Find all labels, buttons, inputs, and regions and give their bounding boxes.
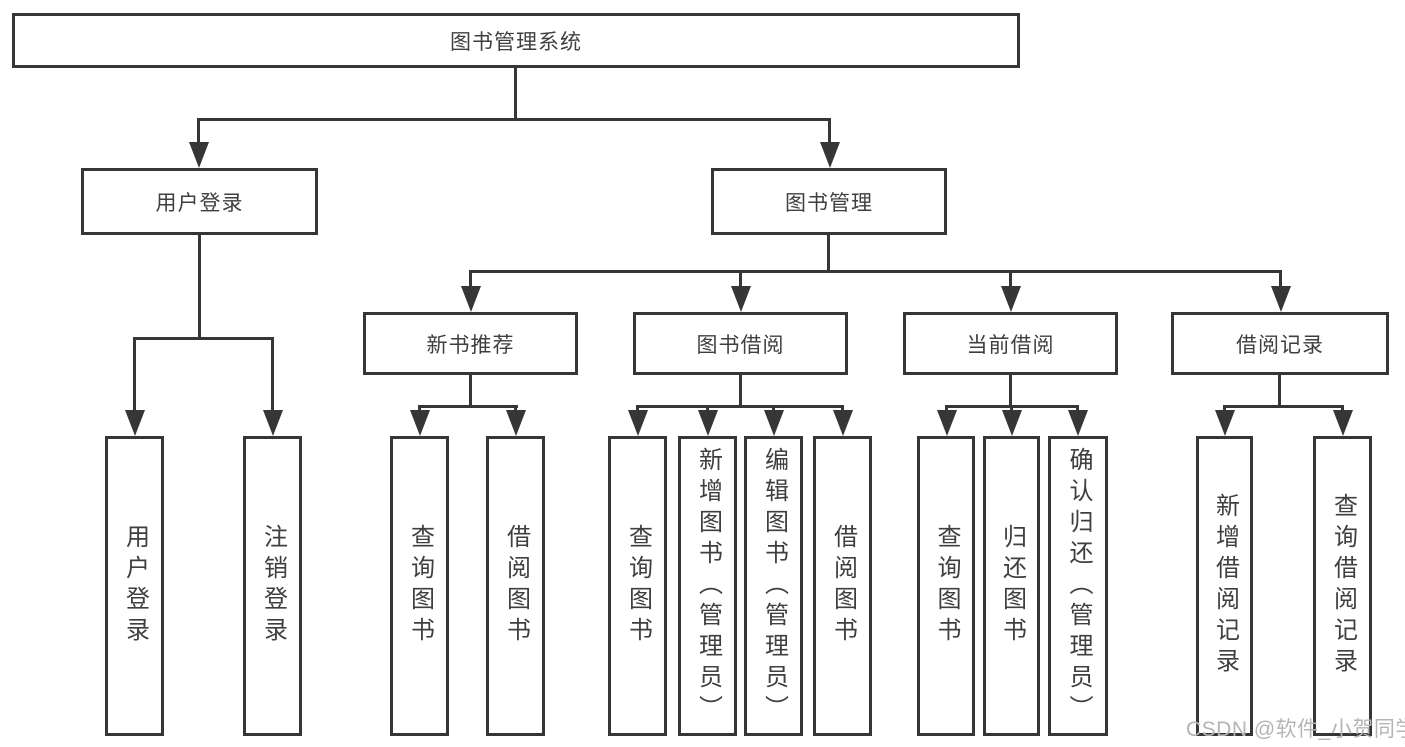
arrow-down-icon <box>410 410 430 436</box>
leaf-label: 用户登录 <box>121 524 149 648</box>
leaf-return-books: 归还图书 <box>983 436 1040 736</box>
arrow-down-icon <box>189 142 209 168</box>
connector-line <box>198 235 201 339</box>
leaf-logout-login: 注销登录 <box>243 436 302 736</box>
arrow-down-icon <box>764 410 784 436</box>
arrow-down-icon <box>1271 286 1291 312</box>
leaf-edit-books-admin: 编辑图书（管理员） <box>744 436 803 736</box>
node-user-login: 用户登录 <box>81 168 318 235</box>
leaf-label: 查询借阅记录 <box>1329 493 1357 679</box>
connector-line <box>1223 405 1343 408</box>
arrow-down-icon <box>1068 410 1088 436</box>
arrow-down-icon <box>461 286 481 312</box>
node-new-book-recommendation: 新书推荐 <box>363 312 578 375</box>
connector-line <box>1278 375 1281 407</box>
node-book-management: 图书管理 <box>711 168 947 235</box>
leaf-query-books-recommend: 查询图书 <box>390 436 449 736</box>
leaf-add-borrow-record: 新增借阅记录 <box>1196 436 1253 736</box>
csdn-watermark: CSDN @软件_小贺同学 <box>1186 718 1405 741</box>
leaf-label: 新增图书（管理员） <box>694 446 722 726</box>
node-borrowing-records: 借阅记录 <box>1171 312 1389 375</box>
arrow-down-icon <box>1333 410 1353 436</box>
leaf-label: 注销登录 <box>259 524 287 648</box>
connector-line <box>514 68 517 121</box>
leaf-add-books-admin: 新增图书（管理员） <box>678 436 737 736</box>
connector-line <box>739 375 742 407</box>
leaf-label: 查询图书 <box>933 524 960 648</box>
arrow-down-icon <box>833 410 853 436</box>
arrow-down-icon <box>698 410 718 436</box>
leaf-label: 借阅图书 <box>829 524 857 648</box>
leaf-label: 查询图书 <box>624 524 652 648</box>
arrow-down-icon <box>125 410 145 436</box>
leaf-query-borrow-record: 查询借阅记录 <box>1313 436 1372 736</box>
arrow-down-icon <box>506 410 526 436</box>
connector-line <box>469 270 472 290</box>
arrow-down-icon <box>820 142 840 168</box>
leaf-label: 查询图书 <box>406 524 434 648</box>
connector-line <box>418 405 518 408</box>
connector-line <box>1009 270 1012 290</box>
node-library-management-system: 图书管理系统 <box>12 13 1020 68</box>
leaf-user-login: 用户登录 <box>105 436 164 736</box>
connector-line <box>739 270 742 290</box>
arrow-down-icon <box>1001 286 1021 312</box>
leaf-query-books-borrow: 查询图书 <box>608 436 667 736</box>
leaf-label: 编辑图书（管理员） <box>760 446 788 726</box>
leaf-query-books-current: 查询图书 <box>917 436 975 736</box>
leaf-label: 新增借阅记录 <box>1211 493 1239 679</box>
arrow-down-icon <box>263 410 283 436</box>
node-current-borrowing: 当前借阅 <box>903 312 1118 375</box>
connector-line <box>1009 375 1012 407</box>
leaf-borrow-books: 借阅图书 <box>813 436 872 736</box>
connector-line <box>133 337 136 413</box>
leaf-confirm-return-admin: 确认归还（管理员） <box>1048 436 1108 736</box>
arrow-down-icon <box>1215 410 1235 436</box>
connector-line <box>133 337 274 340</box>
leaf-label: 归还图书 <box>998 524 1026 648</box>
connector-line <box>827 235 830 272</box>
arrow-down-icon <box>731 286 751 312</box>
node-book-borrowing: 图书借阅 <box>633 312 848 375</box>
leaf-label: 确认归还（管理员） <box>1065 446 1092 726</box>
connector-line <box>469 375 472 407</box>
connector-line <box>636 405 844 408</box>
connector-line <box>197 118 831 121</box>
arrow-down-icon <box>628 410 648 436</box>
connector-line <box>469 270 1282 273</box>
leaf-borrow-books-recommend: 借阅图书 <box>486 436 545 736</box>
arrow-down-icon <box>1002 410 1022 436</box>
connector-line <box>828 118 831 146</box>
connector-line <box>271 337 274 413</box>
leaf-label: 借阅图书 <box>502 524 530 648</box>
connector-line <box>197 118 200 146</box>
connector-line <box>1279 270 1282 290</box>
arrow-down-icon <box>937 410 957 436</box>
